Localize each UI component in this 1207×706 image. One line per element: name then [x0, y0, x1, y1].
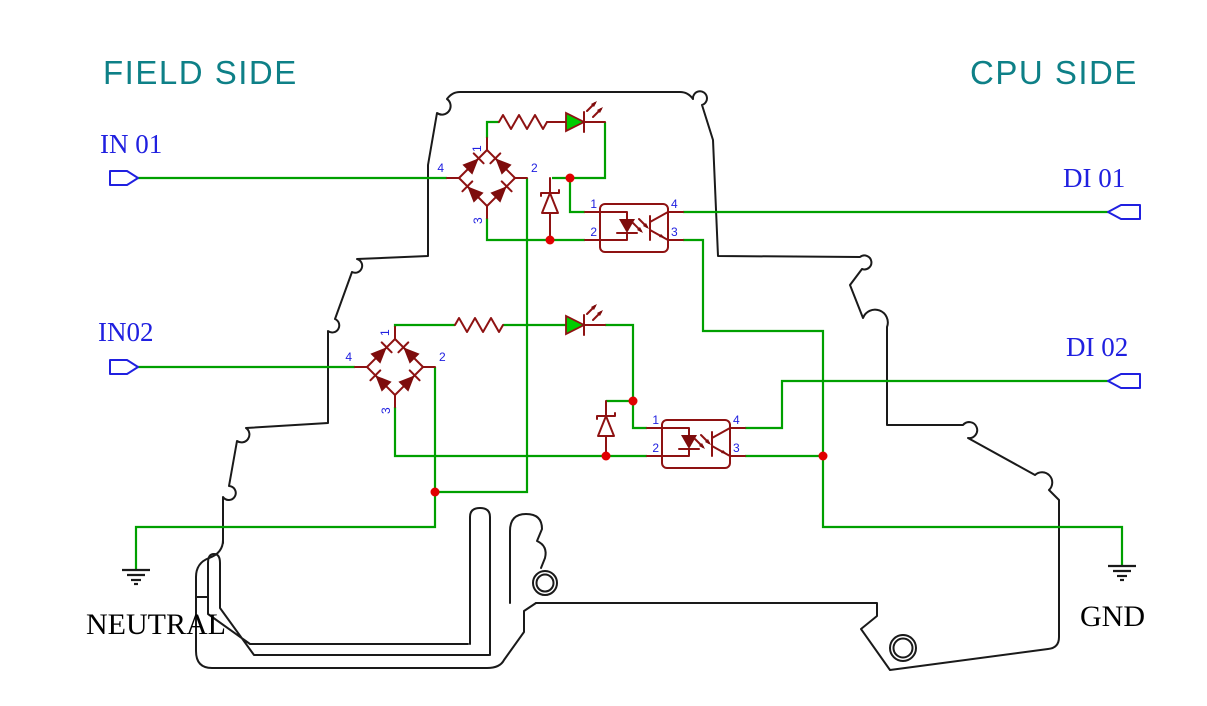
label-di02: DI 02: [1066, 332, 1128, 362]
wire-gnd-net: [683, 238, 1124, 566]
wire-neutral-net: [134, 367, 437, 570]
pin-label-opto1-1: 1: [590, 197, 597, 211]
pin-label-bridge2-1: 1: [378, 329, 392, 336]
pin-label-bridge1-4: 4: [437, 161, 444, 175]
pin-label-bridge2-2: 2: [439, 350, 446, 364]
pin-label-bridge1-1: 1: [470, 145, 484, 152]
resistor-1: [498, 114, 548, 130]
clamp-latch-arm: [509, 513, 547, 604]
terminal-tag-in01: [109, 170, 139, 186]
label-di01: DI 01: [1063, 163, 1125, 193]
optocoupler-1: [584, 203, 684, 253]
pin-label-opto2-2: 2: [652, 441, 659, 455]
pin-label-opto1-3: 3: [671, 225, 678, 239]
ground-symbol-gnd: [1106, 564, 1138, 582]
label-in02: IN02: [98, 317, 154, 347]
led-indicator-2: [565, 303, 604, 336]
label-in01: IN 01: [100, 129, 162, 159]
wire-branch-to-opto1-pin1: [568, 178, 585, 214]
pin-label-opto1-2: 2: [590, 225, 597, 239]
wire-neutral-branch-bridge1: [435, 178, 529, 494]
pin-label-opto1-4: 4: [671, 197, 678, 211]
junction-dot: [430, 487, 440, 497]
pin-label-bridge1-3: 3: [471, 217, 485, 224]
din-rail-clamp: [195, 507, 917, 669]
terminal-tag-di02: [1107, 373, 1141, 389]
wire-led2-to-opto2-pin1: [605, 323, 647, 430]
channel-1: [446, 100, 684, 253]
terminals: [109, 170, 1141, 389]
wire-rail-channel2: [393, 407, 647, 458]
pin-label-bridge2-4: 4: [345, 350, 352, 364]
pin-label-opto2-1: 1: [652, 413, 659, 427]
housing-outline: [195, 90, 1060, 671]
terminal-tag-di01: [1107, 204, 1141, 220]
optocoupler-2: [646, 419, 746, 469]
clamp-inner-wall: [195, 553, 490, 656]
terminal-tag-in02: [109, 359, 139, 375]
rivet-circle-left: [532, 570, 558, 596]
zener-diode-2: [596, 400, 616, 457]
rivet-circle-right-inner: [892, 637, 914, 659]
header-field-side: FIELD SIDE: [103, 54, 298, 91]
resistor-2: [454, 317, 504, 333]
clamp-post: [469, 507, 491, 656]
junction-dots: [430, 173, 828, 497]
wire-led1-to-zener1: [552, 122, 607, 180]
junction-dot: [818, 451, 828, 461]
wire-bridge1-pin1-to-resistor1: [485, 120, 499, 138]
wire-di02: [745, 379, 1108, 430]
wires: [134, 120, 1124, 570]
zener-diode-1: [540, 177, 560, 241]
ground-symbol-neutral: [120, 568, 152, 586]
housing-profile: [222, 90, 1060, 671]
pin-label-opto2-4: 4: [733, 413, 740, 427]
bridge-rectifier-2: [354, 326, 436, 408]
wire-rail-channel1: [485, 218, 585, 242]
led-indicator-1: [565, 100, 604, 133]
header-cpu-side: CPU SIDE: [970, 54, 1138, 91]
clamp-outer-wall: [195, 539, 537, 669]
pin-label-bridge1-2: 2: [531, 161, 538, 175]
rivet-circle-left-inner: [535, 573, 555, 593]
junction-dot: [601, 451, 611, 461]
wire-bridge2-pin1-to-resistor2: [393, 323, 455, 327]
rivet-circle-right: [889, 634, 917, 662]
label-neutral: NEUTRAL: [86, 608, 226, 641]
junction-dot: [565, 173, 575, 183]
channel-2: [354, 303, 746, 469]
junction-dot: [628, 396, 638, 406]
label-gnd: GND: [1080, 600, 1145, 633]
junction-dot: [545, 235, 555, 245]
bridge-rectifier-1: [446, 137, 528, 219]
pin-label-opto2-3: 3: [733, 441, 740, 455]
pin-label-bridge2-3: 3: [379, 407, 393, 414]
